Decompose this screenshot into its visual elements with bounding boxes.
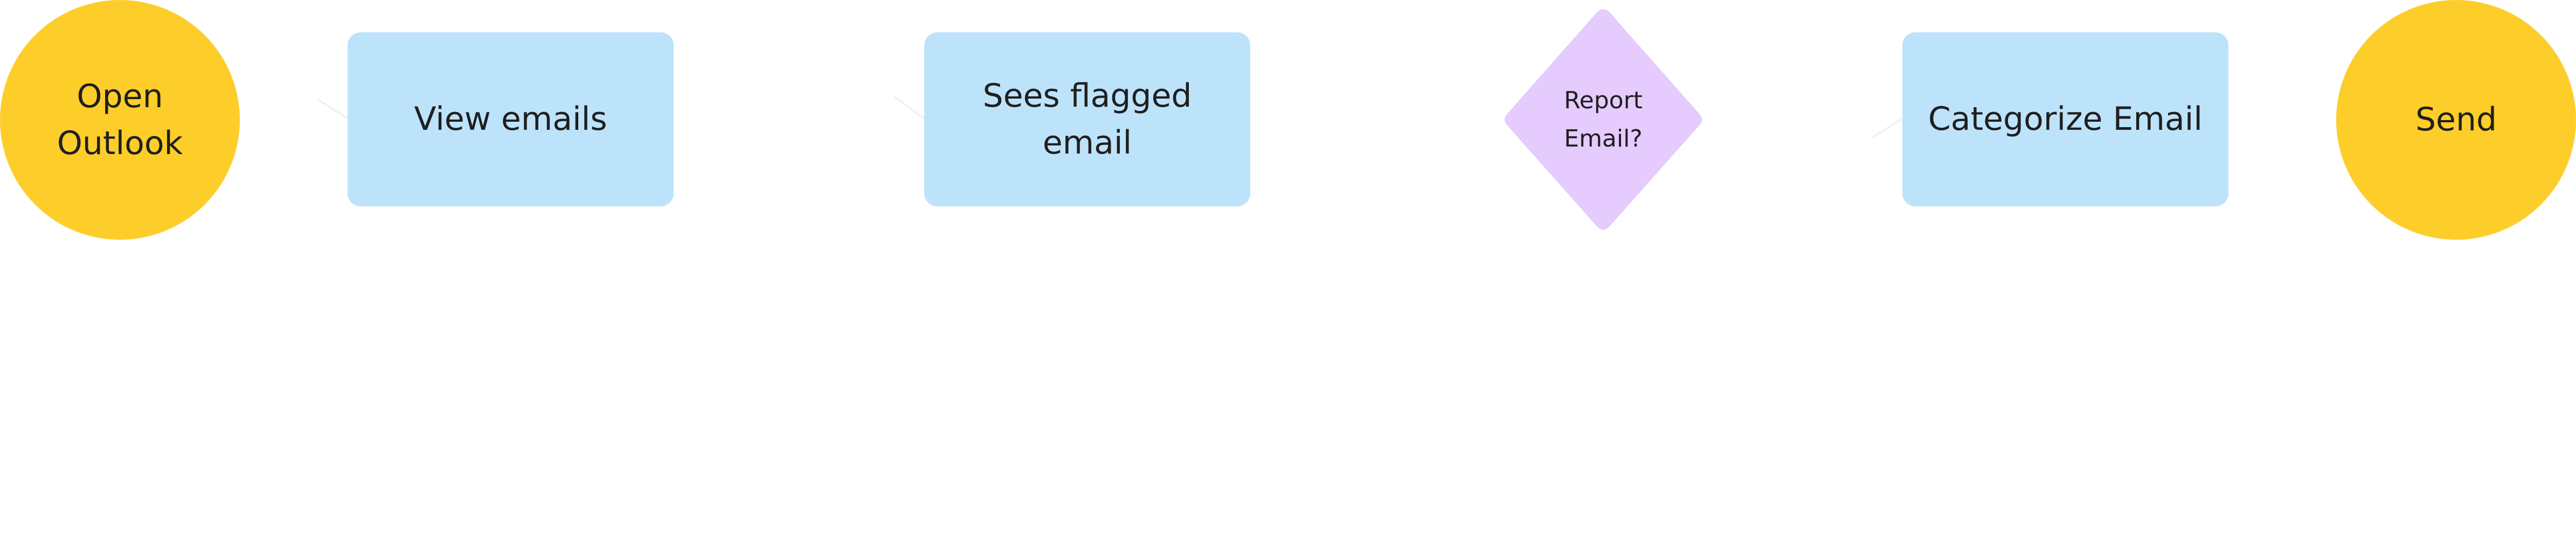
node-label: Open Outlook — [57, 77, 183, 162]
node-label: Categorize Email — [1928, 100, 2203, 138]
end-node-send: Send — [2336, 0, 2576, 240]
decision-node-report-email: Report Email? — [1501, 8, 1706, 232]
node-label: View emails — [414, 100, 607, 138]
process-node-categorize-email: Categorize Email — [1902, 32, 2228, 206]
node-label: Report Email? — [1564, 87, 1643, 152]
connector-2 — [894, 96, 925, 120]
process-node-sees-flagged-email: Sees flagged email — [924, 32, 1250, 206]
node-label: Send — [2415, 101, 2497, 138]
node-label: Sees flagged email — [982, 76, 1192, 162]
connector-3 — [1872, 117, 1903, 138]
start-node-open-outlook: Open Outlook — [0, 0, 240, 240]
connector-1 — [317, 99, 349, 120]
decision-diamond-shape — [1505, 9, 1702, 230]
process-node-view-emails: View emails — [348, 32, 674, 206]
